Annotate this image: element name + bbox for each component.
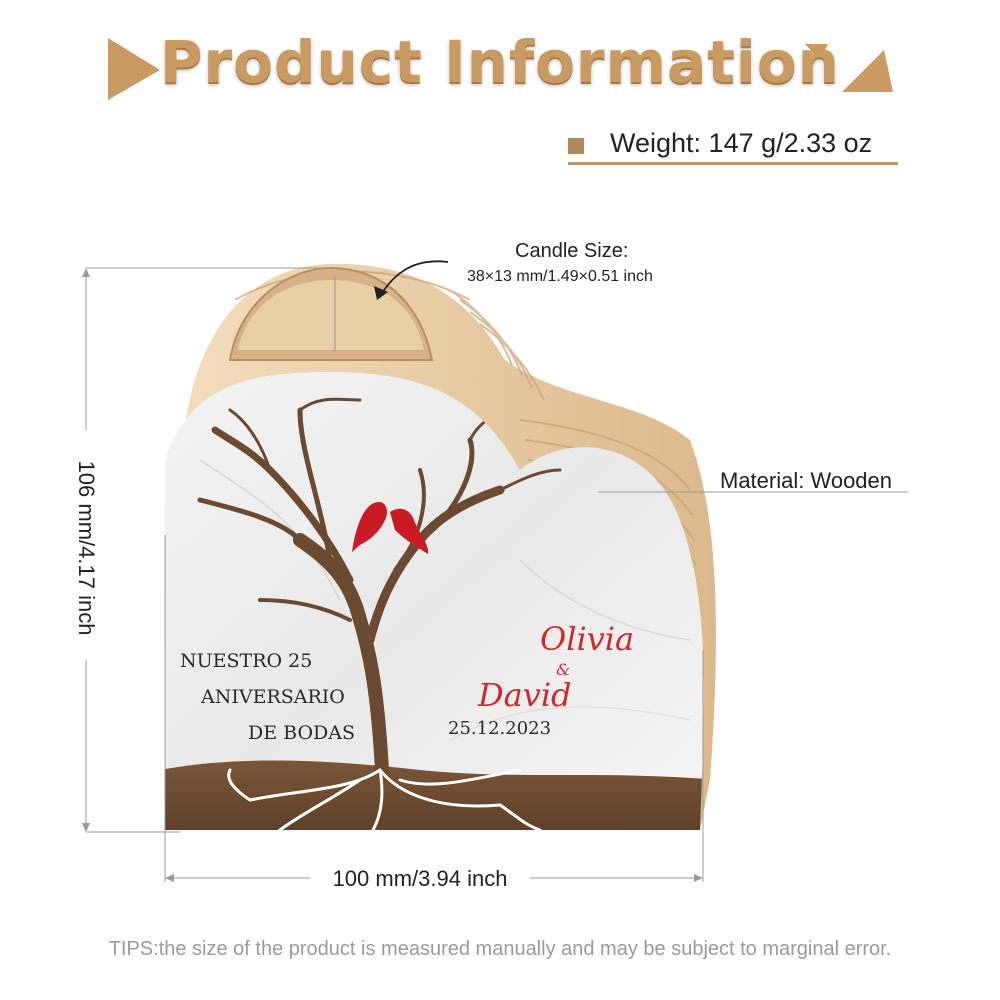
print-date: 25.12.2023 <box>448 718 552 739</box>
right-triangle-icon <box>842 50 893 92</box>
candle-arrowhead-icon <box>374 286 388 300</box>
arrow-left-icon <box>165 874 174 882</box>
height-dimension-label: 106 mm/4.17 inch <box>73 456 99 640</box>
arrow-right-icon <box>694 874 703 882</box>
tree-icon <box>197 397 562 777</box>
right-small-triangle-icon <box>805 44 828 60</box>
left-triangle-icon <box>108 38 160 100</box>
print-name1: Olivia <box>540 620 635 658</box>
candle-size-title: Candle Size: <box>515 240 629 262</box>
print-line3: DE BODAS <box>248 722 356 744</box>
roots-icon <box>227 768 542 830</box>
arrow-down-icon <box>82 823 90 832</box>
page-title: Product Information <box>160 28 840 96</box>
candle-size-value: 38×13 mm/1.49×0.51 inch <box>467 268 653 285</box>
birds-icon <box>352 501 429 554</box>
weight-spec: Weight: 147 g/2.33 oz <box>568 128 898 165</box>
decor-triangles <box>108 38 893 100</box>
weight-text: Weight: 147 g/2.33 oz <box>610 128 873 158</box>
weight-underline <box>568 162 898 165</box>
candle-arrow-icon <box>379 260 449 297</box>
print-line2: ANIVERSARIO <box>201 686 345 708</box>
tips-note: TIPS:the size of the product is measured… <box>108 938 892 960</box>
print-name2: David <box>478 676 572 714</box>
width-dimension-label: 100 mm/3.94 inch <box>310 866 530 892</box>
arrow-up-icon <box>82 268 90 277</box>
material-text: Material: Wooden <box>720 468 893 493</box>
print-ampersand: & <box>556 660 571 679</box>
bullet-square-icon <box>568 138 584 154</box>
print-line1: NUESTRO 25 <box>180 650 313 672</box>
